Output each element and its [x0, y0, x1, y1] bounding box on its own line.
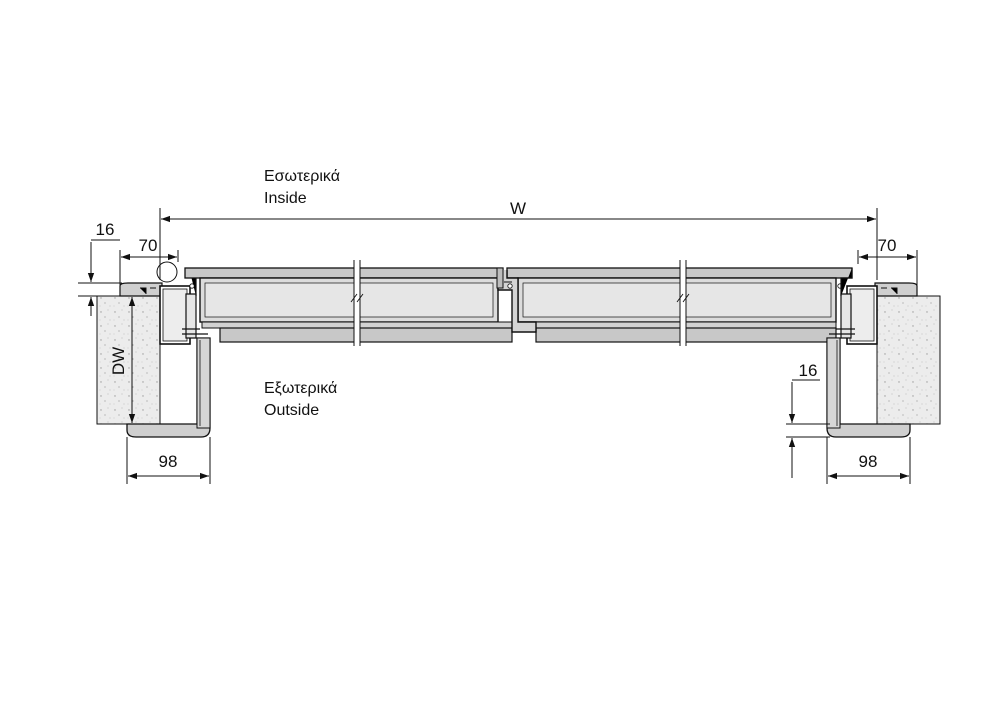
- break-line-right: [676, 260, 690, 348]
- right-frame-profile: [829, 268, 878, 345]
- left-frame-profile: [159, 271, 208, 345]
- right-overlap-label: 70: [878, 236, 897, 255]
- left-overlap-label: 70: [139, 236, 158, 255]
- right-frame-label: 98: [859, 452, 878, 471]
- right-top-cap: [874, 282, 918, 297]
- inside-label-greek: Εσωτερικά: [264, 168, 340, 185]
- dimension-right-offset: 16: [786, 361, 830, 478]
- dimension-left-frame: 98: [126, 437, 211, 484]
- inside-label-english: Inside: [264, 190, 307, 207]
- outside-label-english: Outside: [264, 402, 319, 419]
- depth-label: DW: [109, 347, 128, 375]
- right-wall: [876, 295, 941, 425]
- dimension-depth: DW: [109, 297, 136, 423]
- left-offset-label: 16: [96, 220, 115, 239]
- outside-label-greek: Εξωτερικά: [264, 380, 337, 397]
- dimension-left-offset: 16: [78, 220, 122, 316]
- width-label: W: [510, 199, 526, 218]
- dimension-width: W: [159, 199, 878, 280]
- left-wall: [96, 295, 161, 425]
- sliding-panels: [184, 260, 853, 348]
- break-line-left: [350, 260, 364, 348]
- dimension-right-frame: 98: [826, 437, 911, 484]
- left-frame-label: 98: [159, 452, 178, 471]
- left-outer-frame: [126, 337, 211, 438]
- dimension-right-overlap: 70: [857, 236, 918, 288]
- right-offset-label: 16: [799, 361, 818, 380]
- right-outer-frame: [826, 337, 911, 438]
